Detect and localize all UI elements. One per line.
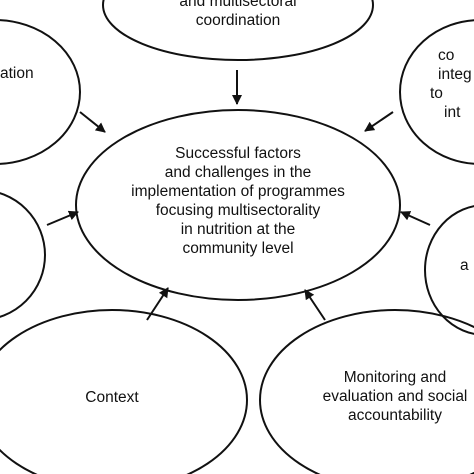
node-top [102, 0, 374, 61]
top-left-line: ation [0, 65, 34, 82]
arrow-bottom-right [304, 289, 326, 321]
top-right-line: co [438, 47, 455, 64]
node-top-right [399, 19, 474, 165]
arrow-left [46, 210, 79, 226]
center-line: in nutrition at the [180, 221, 296, 238]
top-right-label: co integ to int [426, 46, 474, 122]
node-bottom-left [0, 309, 248, 474]
center-label: Successful factors and challenges in the… [88, 144, 388, 258]
bottom-right-label: Monitoring and evaluation and social acc… [300, 368, 474, 425]
bottom-right-line: Monitoring and [343, 369, 447, 386]
bottom-left-line: Context [85, 389, 139, 406]
top-left-label: ation [0, 64, 40, 83]
arrow-bottom-left [146, 287, 169, 321]
center-line: focusing multisectorality [155, 202, 321, 219]
top-right-line: integ [438, 66, 472, 83]
arrow-right [400, 211, 431, 226]
arrow-top-left [79, 111, 106, 133]
arrow-top-right [364, 111, 394, 132]
right-line: a [460, 257, 469, 274]
node-top-left [0, 19, 81, 165]
bottom-left-label: Context [12, 388, 212, 407]
center-line: and challenges in the [164, 164, 312, 181]
bottom-right-line: evaluation and social [322, 388, 468, 405]
top-label: and multisectoral coordination [138, 0, 338, 30]
top-right-line: to [430, 85, 443, 102]
node-left [0, 192, 46, 318]
top-line: coordination [195, 12, 281, 29]
center-node [75, 109, 401, 301]
center-line: implementation of programmes [131, 183, 345, 200]
center-line: community level [182, 240, 294, 257]
top-line: and multisectoral [179, 0, 297, 10]
node-right [424, 205, 474, 335]
right-label: a [460, 256, 474, 275]
center-line: Successful factors [175, 145, 301, 162]
node-bottom-right [259, 309, 474, 474]
top-right-line: int [444, 104, 461, 121]
bottom-right-line: accountability [348, 407, 442, 424]
